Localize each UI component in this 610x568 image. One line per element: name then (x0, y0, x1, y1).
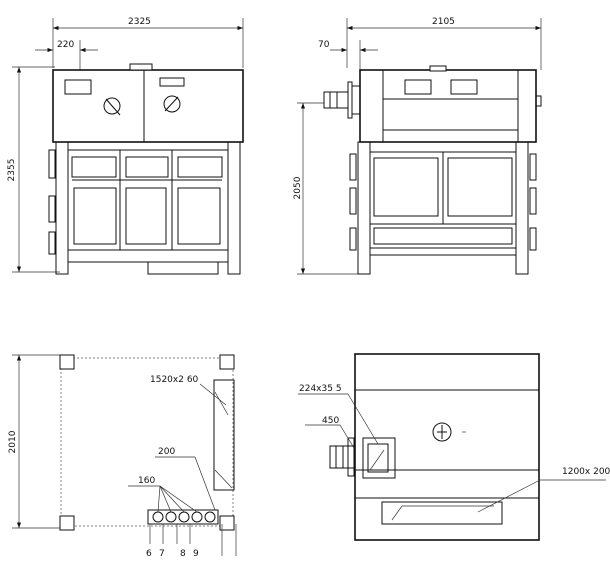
front-width-dim: 2325 (128, 17, 151, 27)
side-drawer (373, 227, 513, 245)
plan-slot-label: 1520x2 60 (150, 375, 199, 385)
side-window-right (450, 79, 478, 95)
plan-hole-number: 8 (180, 549, 186, 559)
front-upper-housing (52, 69, 244, 143)
plan-post (219, 354, 235, 370)
front-inspection-window (64, 79, 92, 95)
top-port (362, 437, 396, 479)
top-view: 224x35 5 450 1200x 200 (298, 353, 610, 541)
plan-hole-number: 9 (193, 549, 199, 559)
plan-post (59, 515, 75, 531)
front-panel-1 (71, 156, 117, 178)
side-view: 2105 70 2050 (293, 17, 542, 275)
front-gauge-right (163, 95, 181, 113)
top-opening-label: 1200x 200 (562, 467, 610, 477)
top-port-label: 224x35 5 (299, 384, 342, 394)
top-pipe-label: 450 (322, 416, 339, 426)
side-window-left (404, 79, 432, 95)
plan-outline (60, 357, 234, 527)
front-door-2 (125, 187, 167, 245)
front-offset-dim: 220 (57, 40, 74, 50)
side-upper-housing (359, 69, 537, 143)
front-height-dim: 2355 (7, 159, 17, 182)
plan-hole-label: 160 (138, 476, 155, 486)
plan-hole-number: 6 (146, 549, 152, 559)
plan-spacing-label: 200 (158, 447, 175, 457)
front-panel-3 (177, 156, 223, 178)
plan-view: 2010 1520x2 60 200 160 (8, 354, 237, 559)
side-width-dim: 2105 (432, 17, 455, 27)
top-opening (381, 501, 503, 525)
plan-post (219, 515, 235, 531)
top-gauge (432, 422, 452, 442)
plan-depth-dim: 2010 (8, 430, 18, 453)
plan-post (59, 354, 75, 370)
front-panel-2 (125, 156, 169, 178)
side-pipe-stub (323, 91, 349, 109)
front-view: 2325 220 2355 (7, 17, 244, 275)
top-pipe-stub (329, 445, 355, 469)
front-door-1 (73, 187, 117, 245)
front-door-3 (177, 187, 221, 245)
plan-slot (213, 379, 235, 491)
front-gauge-left (103, 97, 121, 115)
plan-hole-number: 7 (159, 549, 165, 559)
side-door-right (447, 157, 513, 217)
side-offset-dim: 70 (318, 40, 330, 50)
side-door-left (373, 157, 439, 217)
top-outline (354, 353, 540, 541)
plan-hole-strip (147, 509, 219, 525)
side-height-dim: 2050 (293, 176, 303, 199)
